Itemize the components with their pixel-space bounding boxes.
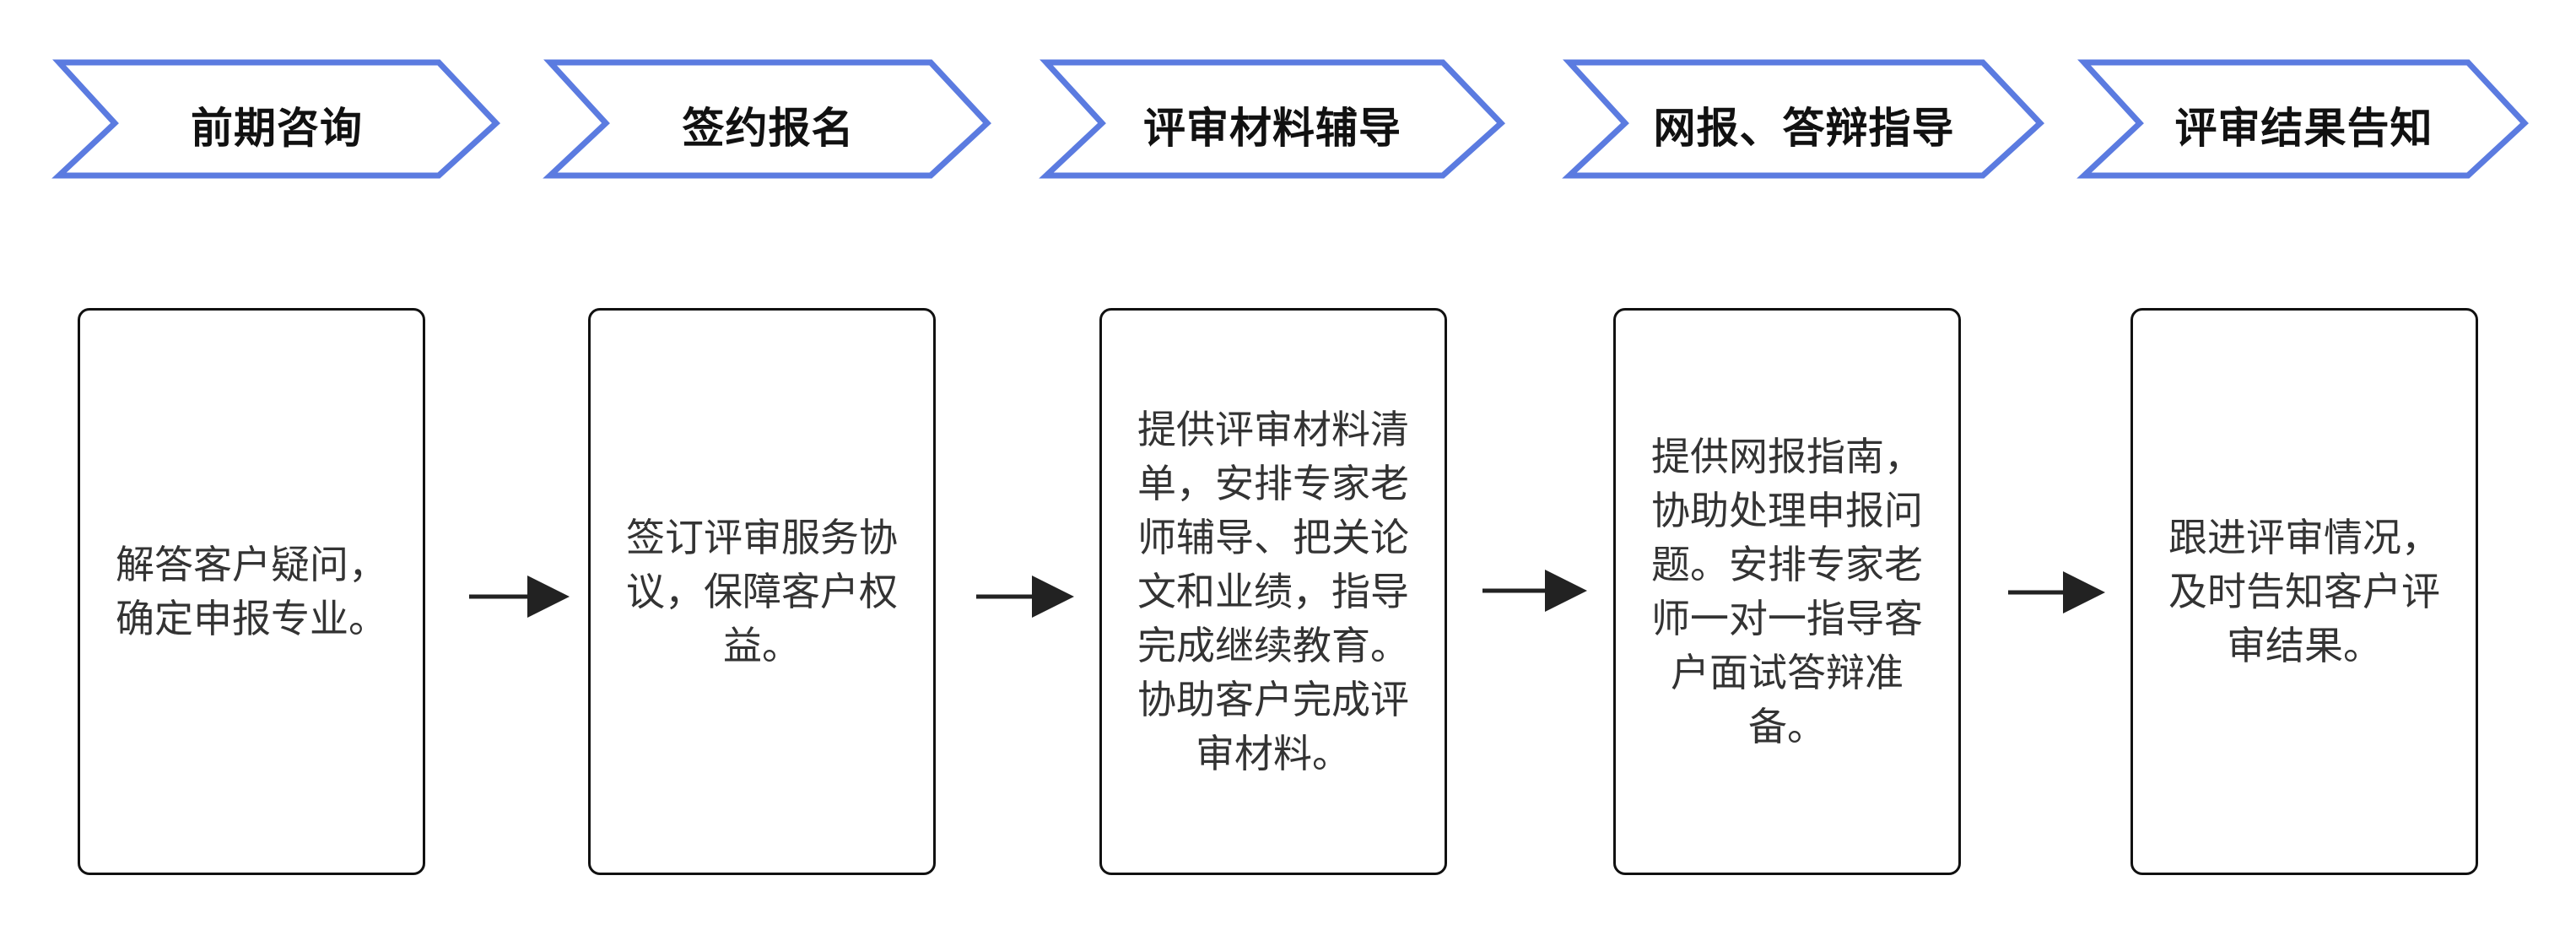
step-4-description: 提供网报指南，协助处理申报问题。安排专家老师一对一指导客户面试答辩准备。 — [1651, 434, 1923, 749]
step-5-description: 跟进评审情况，及时告知客户评审结果。 — [2168, 515, 2440, 668]
step-5-box: 跟进评审情况，及时告知客户评审结果。 — [2130, 308, 2478, 875]
chevron-step-4-icon — [1562, 59, 2044, 179]
step-2-box: 签订评审服务协议，保障客户权益。 — [588, 308, 936, 875]
step-3-box: 提供评审材料清单，安排专家老师辅导、把关论文和业绩，指导完成继续教育。协助客户完… — [1099, 308, 1447, 875]
chevron-step-3-icon — [1039, 59, 1506, 179]
step-4-box: 提供网报指南，协助处理申报问题。安排专家老师一对一指导客户面试答辩准备。 — [1613, 308, 1961, 875]
step-2-description: 签订评审服务协议，保障客户权益。 — [626, 515, 898, 668]
chevron-step-5-icon — [2076, 59, 2529, 179]
step-5-title: 评审结果告知 — [2174, 104, 2433, 153]
step-3-description: 提供评审材料清单，安排专家老师辅导、把关论文和业绩，指导完成继续教育。协助客户完… — [1137, 407, 1409, 776]
step-1-description: 解答客户疑问，确定申报专业。 — [116, 542, 387, 641]
chevron-step-2-icon — [543, 59, 991, 179]
step-3-title: 评审材料辅导 — [1143, 104, 1401, 153]
step-1-title: 前期咨询 — [191, 104, 363, 153]
step-1-box: 解答客户疑问，确定申报专业。 — [78, 308, 425, 875]
step-2-title: 签约报名 — [682, 104, 855, 153]
step-4-title: 网报、答辩指导 — [1653, 104, 1955, 153]
chevron-step-1-icon — [51, 59, 500, 179]
